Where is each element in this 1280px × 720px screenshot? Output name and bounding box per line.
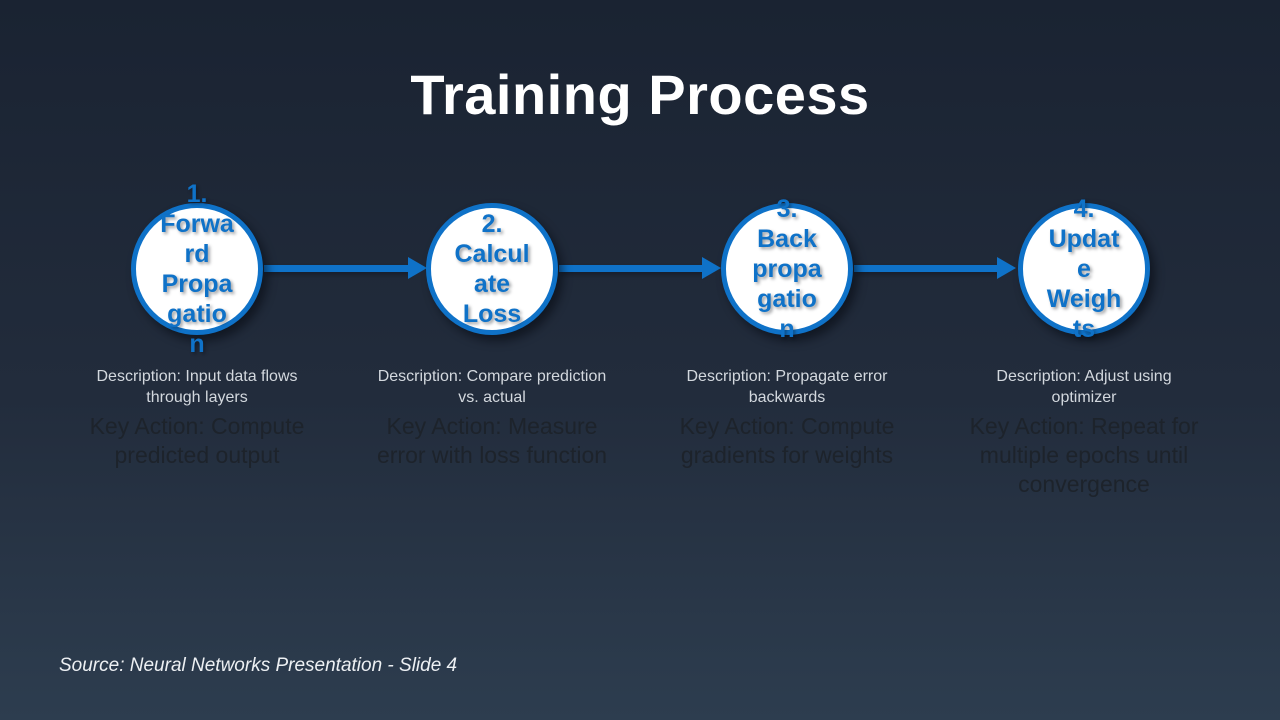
step-circle-wrap: 1. Forwa rd Propa gatio n — [131, 180, 263, 358]
connector-arrow-icon — [559, 257, 721, 279]
step-circle-icon — [721, 203, 853, 335]
step-description: Description: Propagate error backwards — [686, 368, 888, 406]
step-description: Description: Adjust using optimizer — [996, 368, 1172, 406]
step-description: Description: Input data flows through la… — [96, 368, 298, 406]
step-circle-wrap: 3. Back propa gatio n — [721, 195, 853, 343]
step-key-action: Key Action: Compute gradients for weight… — [679, 413, 895, 468]
step-column-2: 2. Calcul ate Loss Description: Compare … — [342, 203, 642, 470]
step-label: 2. Calcul ate Loss — [454, 210, 530, 328]
step-label: 3. Back propa gatio n — [752, 195, 822, 343]
step-circle-icon — [426, 203, 558, 335]
step-key-action: Key Action: Compute predicted output — [89, 413, 305, 468]
page-title: Training Process — [410, 63, 870, 126]
step-column-4: 4. Updat e Weigh ts Description: Adjust … — [934, 195, 1234, 499]
connector-arrow-icon — [854, 257, 1016, 279]
step-label: 1. Forwa rd Propa gatio n — [160, 180, 234, 358]
step-column-3: 3. Back propa gatio n Description: Propa… — [637, 195, 937, 470]
step-label: 4. Updat e Weigh ts — [1046, 195, 1122, 343]
source-caption: Source: Neural Networks Presentation - S… — [59, 655, 458, 676]
step-key-action: Key Action: Repeat for multiple epochs u… — [969, 413, 1199, 497]
step-column-1: 1. Forwa rd Propa gatio n Description: I… — [47, 180, 347, 470]
step-description: Description: Compare prediction vs. actu… — [377, 368, 607, 406]
step-circle-wrap: 4. Updat e Weigh ts — [1018, 195, 1150, 343]
step-circle-icon — [1018, 203, 1150, 335]
step-circle-icon — [131, 203, 263, 335]
connector-arrow-icon — [264, 257, 427, 279]
step-key-action: Key Action: Measure error with loss func… — [376, 413, 608, 468]
step-circle-wrap: 2. Calcul ate Loss — [426, 203, 558, 335]
